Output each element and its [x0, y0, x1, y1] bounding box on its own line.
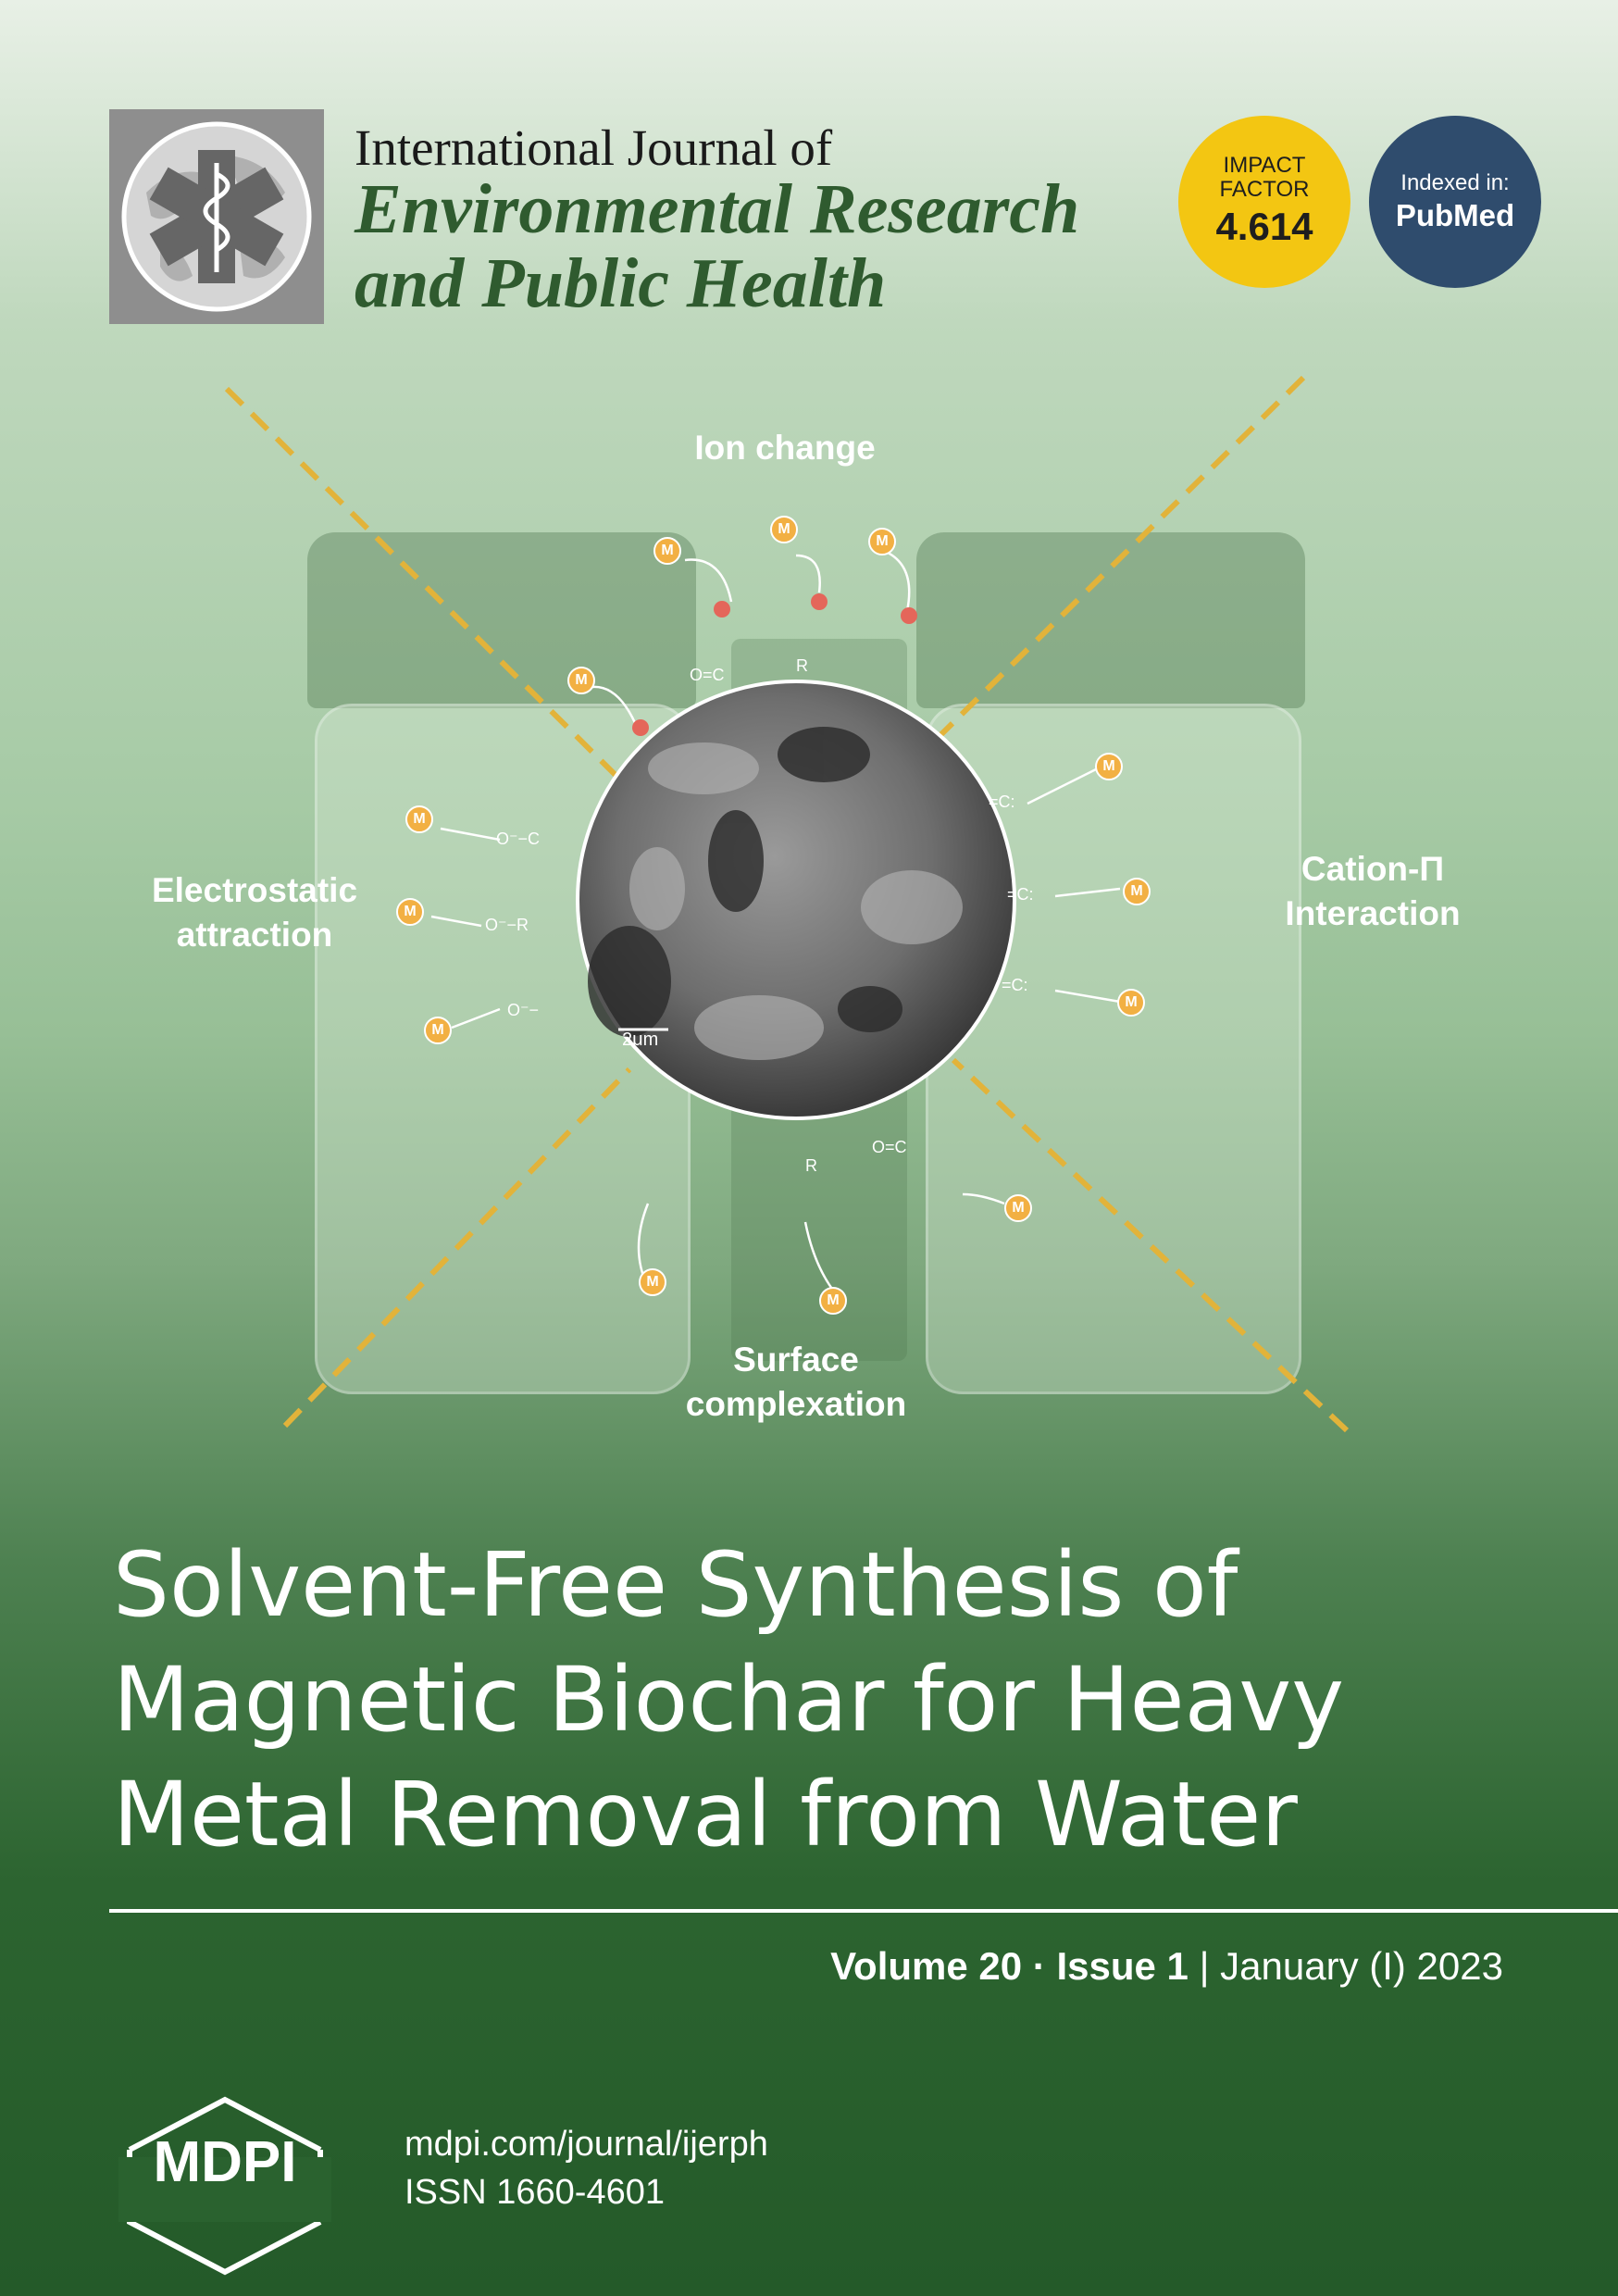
metal-ion-marker: M — [567, 667, 595, 694]
dash-line-top-left — [224, 386, 641, 801]
issue-number: Issue 1 — [1056, 1944, 1189, 1988]
globe-star-of-life-icon — [121, 121, 312, 312]
c-right-mid-label: =C: — [1007, 885, 1034, 904]
scale-bar-label: 2μm — [622, 1029, 659, 1050]
r-top-label: R — [796, 656, 808, 675]
journal-logo — [109, 109, 324, 324]
mdpi-logo-icon — [118, 2096, 331, 2276]
issue-bar: | — [1199, 1944, 1210, 1988]
impact-factor-badge: IMPACT FACTOR 4.614 — [1178, 116, 1350, 288]
right-vial-cap — [916, 532, 1305, 708]
left-vial-cap — [307, 532, 696, 708]
label-electrostatic: Electrostatic attraction — [130, 868, 380, 957]
issue-date: January (I) 2023 — [1220, 1944, 1503, 1988]
mdpi-logo-text: MDPI — [153, 2130, 297, 2194]
metal-ion-marker: M — [396, 898, 424, 926]
pubmed-badge: Indexed in: PubMed — [1369, 116, 1541, 288]
publisher-info: mdpi.com/journal/ijerph ISSN 1660-4601 — [404, 2120, 768, 2216]
metal-ion-marker: M — [405, 805, 433, 833]
r-left-label: O⁻−R — [485, 916, 529, 934]
metal-ion-marker: M — [1123, 878, 1151, 905]
c-right-top-label: =C: — [989, 792, 1015, 811]
article-title-line3: Metal Removal from Water — [113, 1763, 1298, 1866]
c-right-bottom-label: =C: — [1002, 976, 1028, 994]
journal-url[interactable]: mdpi.com/journal/ijerph — [404, 2125, 768, 2164]
volume-number: Volume 20 — [830, 1944, 1023, 1988]
factor-label: FACTOR — [1219, 177, 1310, 202]
label-surface-complexation: Surface complexation — [666, 1338, 926, 1427]
ester-left-label: O⁻− — [507, 1001, 539, 1019]
metal-ion-marker: M — [868, 528, 896, 555]
label-surface-line2: complexation — [685, 1385, 907, 1423]
metal-ion-marker: M — [1095, 753, 1123, 780]
issue-separator: · — [1032, 1944, 1046, 1988]
label-ion-change: Ion change — [694, 429, 876, 467]
metal-ion-marker: M — [819, 1287, 847, 1315]
journal-title-line1: International Journal of — [355, 119, 833, 176]
label-cation-pi-line1: Cation-Π — [1301, 850, 1445, 888]
label-electrostatic-line2: attraction — [176, 916, 333, 954]
impact-value: 4.614 — [1215, 205, 1313, 248]
r-bottom-label: R — [805, 1156, 817, 1175]
carboxyl-bottom-label: O=C — [872, 1138, 907, 1156]
journal-title-line3: and Public Health — [355, 244, 887, 322]
journal-title-line2: Environmental Research — [355, 170, 1080, 248]
dash-line-bottom-left — [282, 1067, 632, 1429]
metal-ion-marker: M — [1004, 1194, 1032, 1222]
dash-line-top-right — [932, 375, 1306, 743]
issue-info: Volume 20 · Issue 1 | January (I) 2023 — [830, 1944, 1503, 1989]
article-title-line2: Magnetic Biochar for Heavy — [113, 1648, 1345, 1752]
pubmed-label: PubMed — [1395, 198, 1515, 232]
metal-ion-marker: M — [653, 537, 681, 565]
label-cation-pi-line2: Interaction — [1285, 894, 1461, 932]
label-surface-line1: Surface — [733, 1341, 859, 1379]
title-divider — [109, 1909, 1618, 1913]
dash-line-bottom-right — [951, 1057, 1350, 1433]
indexed-label: Indexed in: — [1400, 170, 1510, 195]
label-electrostatic-line1: Electrostatic — [151, 871, 358, 909]
metal-ion-marker: M — [1117, 989, 1145, 1017]
label-cation-pi: Cation-Π Interaction — [1257, 847, 1488, 936]
carboxyl-left-label: O⁻−C — [496, 830, 540, 848]
metal-ion-marker: M — [424, 1017, 452, 1044]
impact-label: IMPACT — [1223, 153, 1306, 178]
carboxyl-top-label: O=C — [690, 666, 725, 684]
metal-ion-marker: M — [770, 516, 798, 543]
metal-ion-marker: M — [639, 1268, 666, 1296]
article-title: Solvent-Free Synthesis of Magnetic Bioch… — [113, 1528, 1557, 1872]
issn: ISSN 1660-4601 — [404, 2173, 665, 2212]
article-title-line1: Solvent-Free Synthesis of — [113, 1533, 1238, 1637]
